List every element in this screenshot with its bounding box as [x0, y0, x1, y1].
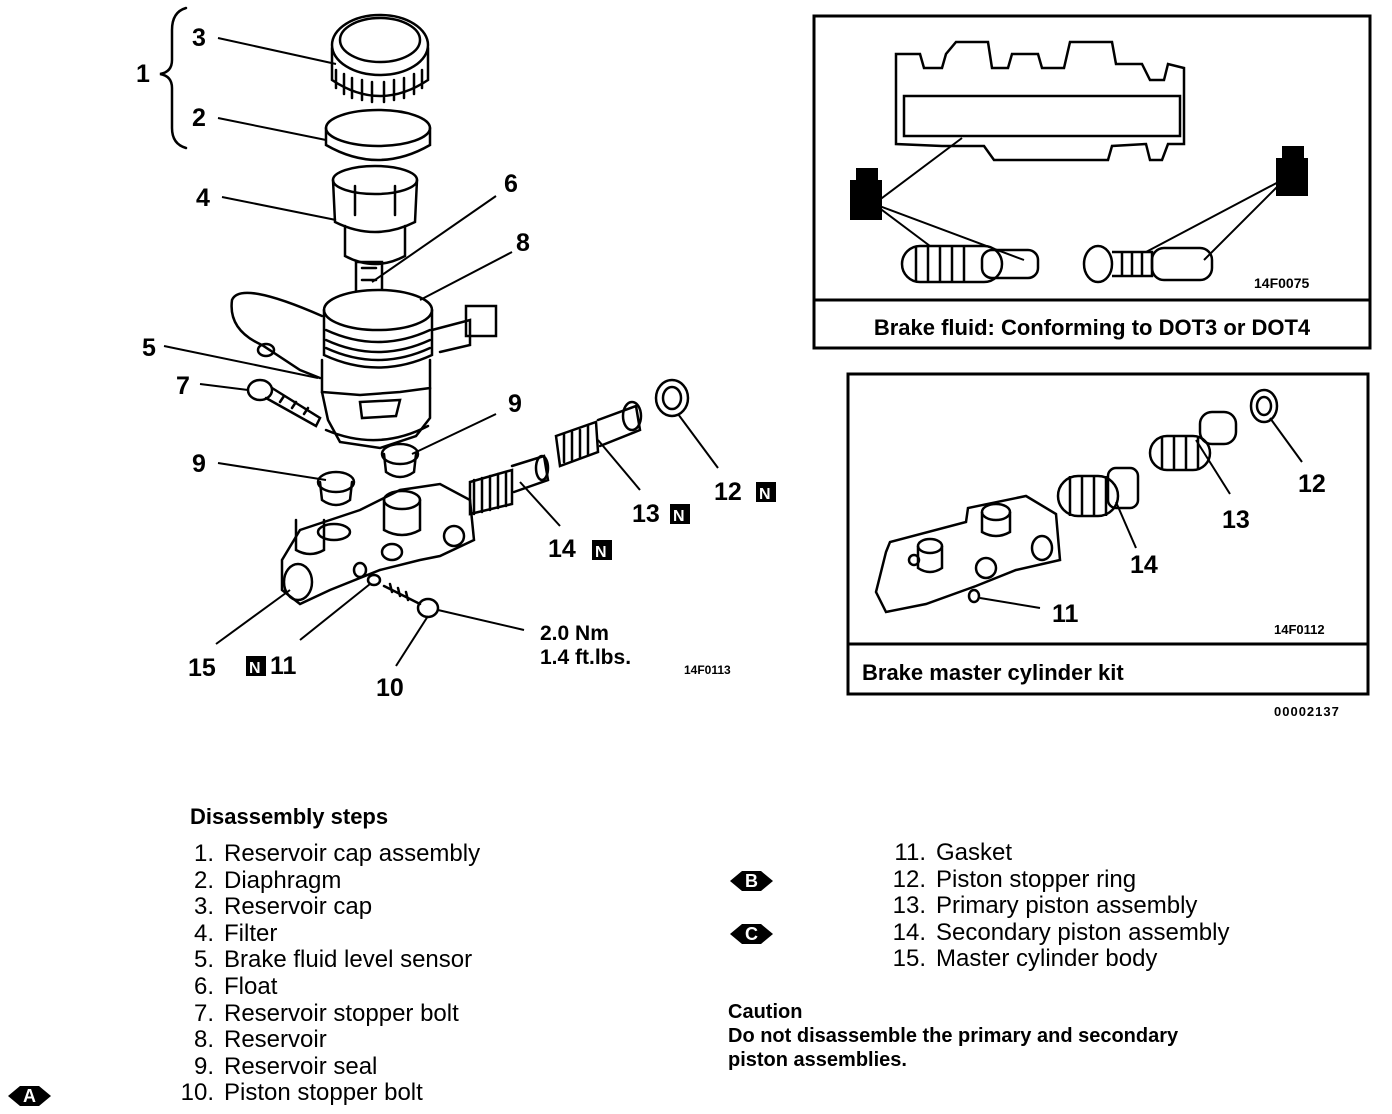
reservoir-seal-part-a [316, 470, 356, 507]
bracket-item-1 [159, 6, 188, 150]
kit-gasket [967, 588, 981, 604]
reservoir-stopper-bolt-part [246, 378, 322, 428]
kit-primary-piston [1148, 410, 1238, 472]
step-item: 14.Secondary piston assembly [892, 918, 1230, 946]
callout-14: 14 [548, 535, 576, 563]
callout-1: 1 [136, 60, 150, 88]
master-cylinder-kit-panel: 11 14 13 12 14F0112 Brake master cylinde… [846, 372, 1370, 696]
caution-title: Caution [728, 1001, 803, 1023]
caution-line-1: Do not disassemble the primary and secon… [728, 1025, 1179, 1047]
step-item: 11.Gasket [894, 839, 1013, 866]
kit-cylinder-body [874, 494, 1062, 614]
step-item: 4.Filter [193, 919, 278, 947]
level-sensor-part [230, 291, 498, 380]
kit-callout-13: 13 [1222, 506, 1250, 534]
step-item: 6.Float [193, 972, 278, 1000]
kit-callout-11: 11 [1052, 600, 1079, 628]
cylinder-bore [902, 94, 1182, 138]
leader-lines [163, 37, 719, 667]
figure-code-fluid: 14F0075 [1254, 275, 1309, 291]
kit-callout-12: 12 [1298, 470, 1326, 498]
step-item: 12.Piston stopper ring [892, 865, 1137, 893]
step-item: 15.Master cylinder body [892, 945, 1158, 973]
piston-stopper-ring-part [654, 378, 690, 418]
torque-ftlbs: 1.4 ft.lbs. [540, 646, 631, 669]
step-item: 5.Brake fluid level sensor [193, 946, 473, 974]
service-mark-a: A [8, 1084, 51, 1108]
primary-piston-assembly-part [554, 400, 643, 468]
fluid-bottle-right [1276, 146, 1308, 196]
steps-list-left: 1.Reservoir cap assembly 2.Diaphragm 3.R… [180, 840, 481, 1107]
reservoir-seal-part-b [380, 442, 420, 479]
step-item: 13.Primary piston assembly [892, 892, 1198, 920]
diaphragm-part [324, 108, 432, 162]
callout-13: 13 [632, 500, 660, 528]
callout-3: 3 [192, 24, 206, 52]
disassembly-heading: Disassembly steps [190, 804, 389, 829]
filter-part [331, 164, 419, 266]
brake-fluid-panel: 14F0075 Brake fluid: Conforming to DOT3 … [812, 14, 1372, 350]
fluid-bottle-left [850, 168, 882, 220]
step-item: 1.Reservoir cap assembly [193, 840, 481, 867]
step-item: 2.Diaphragm [193, 866, 342, 894]
callout-8: 8 [516, 229, 530, 257]
piston-stopper-bolt-part [382, 582, 440, 619]
torque-nm: 2.0 Nm [540, 622, 609, 645]
step-item: 9.Reservoir seal [193, 1052, 378, 1080]
steps-list-right: 11.Gasket 12.Piston stopper ring 13.Prim… [892, 839, 1230, 973]
n-badge-12: N [759, 486, 771, 503]
figure-code-kit: 14F0112 [1274, 622, 1325, 637]
callout-4: 4 [196, 184, 210, 212]
callout-10: 10 [376, 674, 404, 702]
fluid-caption: Brake fluid: Conforming to DOT3 or DOT4 [874, 315, 1311, 340]
step-item: 8.Reservoir [193, 1026, 327, 1054]
caution-block: Caution Do not disassemble the primary a… [728, 1000, 1178, 1072]
step-item: 7.Reservoir stopper bolt [193, 999, 459, 1027]
n-badge-14: N [595, 544, 607, 561]
kit-leader-lines [979, 417, 1303, 609]
callout-6: 6 [504, 170, 518, 198]
n-badge-13: N [673, 508, 685, 525]
step-item: 3.Reservoir cap [193, 893, 373, 921]
callout-9-upper: 9 [508, 390, 522, 418]
figure-code-page: 00002137 [1274, 704, 1340, 719]
gasket-part [366, 573, 382, 587]
kit-callout-14: 14 [1130, 551, 1158, 579]
kit-secondary-piston [1056, 466, 1140, 518]
kit-caption: Brake master cylinder kit [862, 660, 1124, 685]
secondary-piston-assembly-part [468, 454, 550, 516]
callout-11: 11 [270, 652, 297, 680]
callout-9-lower: 9 [192, 450, 206, 478]
fluid-panel-primary-piston [1082, 244, 1214, 284]
reservoir-part [320, 288, 434, 450]
step-item: 10.Piston stopper bolt [180, 1079, 423, 1107]
kit-stopper-ring [1249, 388, 1279, 424]
fluid-panel-secondary-piston [900, 244, 1040, 284]
callout-12: 12 [714, 478, 742, 506]
caution-line-2: piston assemblies. [728, 1049, 907, 1071]
reservoir-cap-part [330, 13, 430, 104]
callout-7: 7 [176, 372, 190, 400]
cylinder-top-outline [894, 40, 1186, 162]
exploded-view-diagram: 1 3 2 4 6 8 5 7 9 9 12 13 14 15 11 10 N … [136, 6, 776, 702]
service-mark-c: C [730, 922, 773, 946]
callout-15: 15 [188, 654, 216, 682]
service-mark-b: B [730, 869, 773, 893]
master-cylinder-body-part [280, 482, 476, 606]
n-badges: N N N N [246, 482, 776, 677]
callout-2: 2 [192, 104, 206, 132]
n-badge-11: N [249, 660, 261, 677]
figure-code-main: 14F0113 [684, 663, 731, 677]
callout-5: 5 [142, 334, 156, 362]
